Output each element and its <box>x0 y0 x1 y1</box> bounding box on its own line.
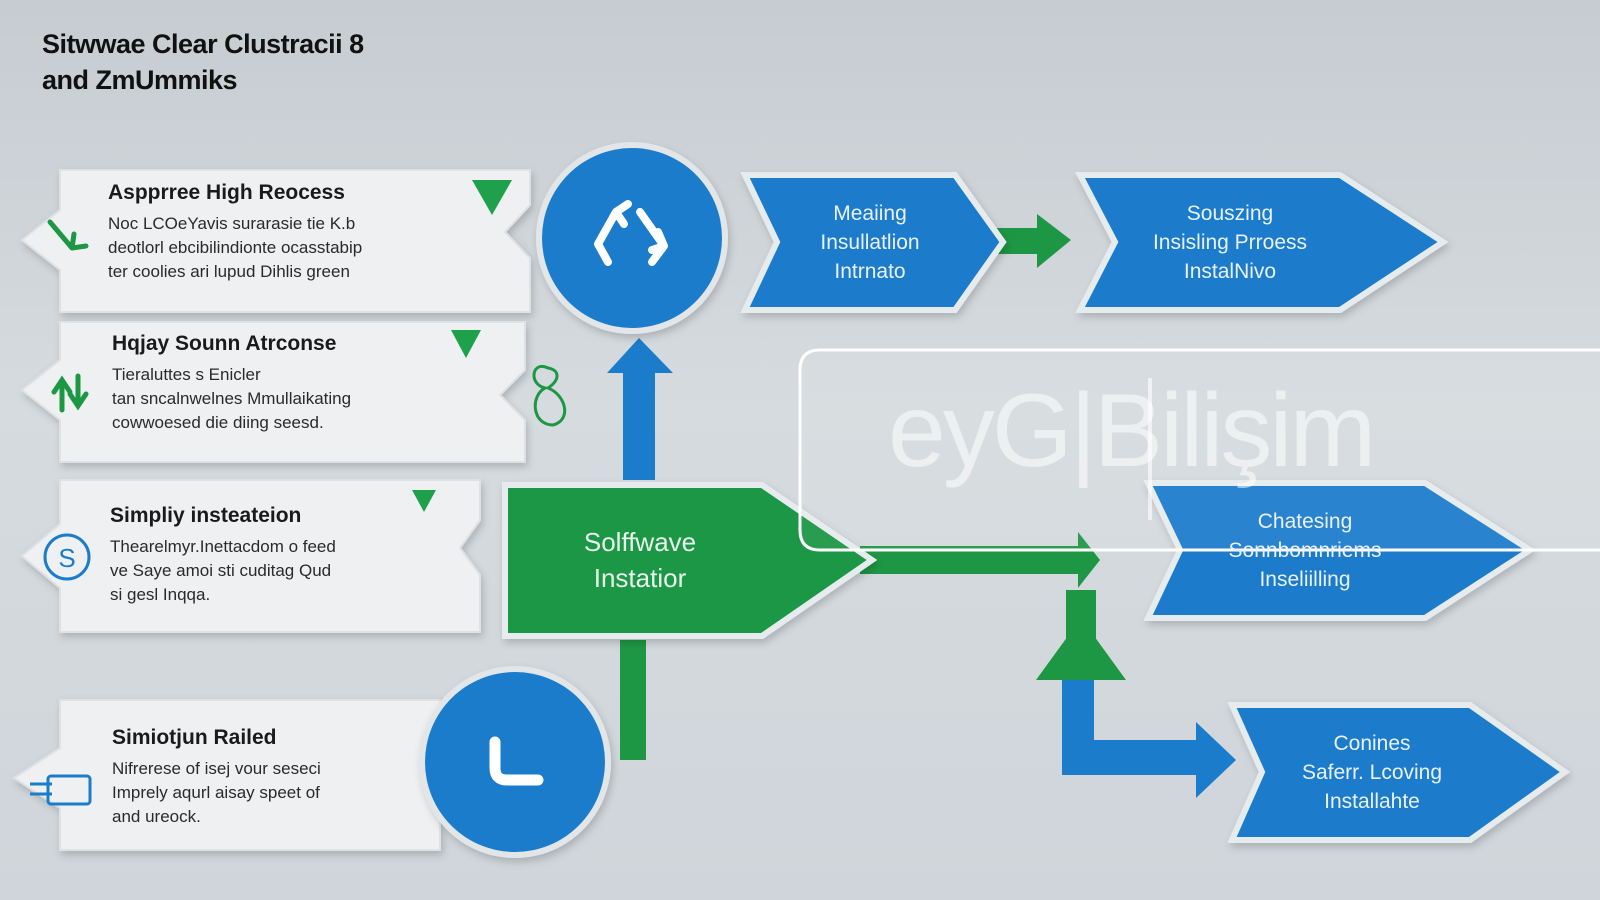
card-4-line-2: Imprely aqurl aisay speet of <box>112 783 320 802</box>
svg-text:S: S <box>58 543 75 573</box>
card-3-line-1: Thearelmyr.Inettacdom o feed <box>110 537 336 556</box>
info-card-2 <box>20 321 526 463</box>
card-1-text: Aspprree High Reocess Noc LCOeYavis sura… <box>108 180 468 284</box>
card-2-title: Hqjay Sounn Atrconse <box>112 332 337 355</box>
card-3-text: Simpliy insteateion Thearelmyr.Inettacdo… <box>110 503 420 607</box>
triangle-marker <box>472 180 512 215</box>
title-line-1: Sitwwae Clear Clustracii 8 <box>42 29 364 59</box>
connector-up-blue-shaft <box>623 370 655 480</box>
connector-green-right <box>860 532 1100 588</box>
recycle-arrows-icon <box>594 200 668 266</box>
card-2-line-3: cowwoesed die diing seesd. <box>112 413 324 432</box>
card-3-line-2: ve Saye amoi sti cuditag Qud <box>110 561 332 580</box>
green-up-down-arrows-icon <box>51 373 89 413</box>
chatesing-box-label: Chatesing Sonnbomnriems Inseliilling <box>1180 503 1430 598</box>
souzing-line-2: Insisling Prroess <box>1152 231 1308 254</box>
main-install-box <box>502 482 878 639</box>
blue-device-icon <box>30 774 92 806</box>
main-line-1: Solffwave <box>583 527 697 557</box>
conines-line-1: Conines <box>1333 732 1411 755</box>
meaing-line-2: Insullatlion <box>820 231 920 254</box>
blue-s-circle-icon: S <box>43 533 91 581</box>
card-1-line-1: Noc LCOeYavis surarasie tie K.b <box>108 214 356 233</box>
chatesing-line-1: Chatesing <box>1257 510 1353 533</box>
hand-drawn-loop-icon <box>532 364 567 427</box>
triangle-marker <box>412 490 436 512</box>
souzing-box-label: Souszing Insisling Prroess InstalNivo <box>1110 195 1350 290</box>
card-4-line-3: and ureock. <box>112 807 201 826</box>
arrow-green-up <box>1036 618 1126 680</box>
card-2-line-2: tan sncalnwelnes Mmullaikating <box>112 389 352 408</box>
card-1-line-3: ter coolies ari lupud Dihlis green <box>108 262 350 281</box>
card-1-line-2: deotlorl ebcibilindionte ocasstabip <box>108 238 363 257</box>
info-card-3 <box>20 479 481 633</box>
meaing-line-1: Meaiing <box>833 202 907 225</box>
watermark-frame <box>798 348 1600 552</box>
process-box-souzing <box>1075 172 1449 313</box>
main-line-2: Instatior <box>593 563 687 593</box>
connector-blue-elbow <box>1062 680 1236 798</box>
card-4-title: Simiotjun Railed <box>112 726 277 749</box>
chatesing-line-3: Inseliilling <box>1259 568 1351 591</box>
conines-box-label: Conines Saferr. Lcoving Installahte <box>1262 725 1482 820</box>
chatesing-line-2: Sonnbomnriems <box>1228 539 1382 562</box>
conines-line-3: Installahte <box>1324 790 1420 813</box>
phone-handset-icon <box>489 736 544 786</box>
card-4-line-1: Nifrerese of isej vour seseci <box>112 759 321 778</box>
arrow-green-right <box>985 214 1071 268</box>
conines-line-2: Saferr. Lcoving <box>1301 761 1443 784</box>
card-1-title: Aspprree High Reocess <box>108 181 345 204</box>
souzing-line-3: InstalNivo <box>1183 260 1277 283</box>
arrow-up-blue <box>607 338 673 373</box>
process-box-conines <box>1227 702 1571 843</box>
connector-vertical-green <box>620 640 646 760</box>
info-card-1 <box>20 169 531 313</box>
title-line-2: and ZmUmmiks <box>42 65 238 95</box>
process-box-meaing <box>740 172 1007 313</box>
souzing-line-1: Souszing <box>1186 202 1274 225</box>
card-2-text: Hqjay Sounn Atrconse Tieraluttes s Enicl… <box>112 331 452 435</box>
main-box-label: Solffwave Instatior <box>520 515 760 605</box>
card-3-title: Simpliy insteateion <box>110 504 302 527</box>
green-check-arrow-icon <box>47 219 89 251</box>
triangle-marker <box>451 330 481 358</box>
diagram-title: Sitwwae Clear Clustracii 8 and ZmUmmiks <box>42 26 502 98</box>
watermark-text: eyG|Bilişim <box>888 373 1376 489</box>
meaing-box-label: Meaiing Insullatlion Intrnato <box>780 195 960 290</box>
card-2-line-1: Tieraluttes s Enicler <box>112 365 261 384</box>
card-4-text: Simiotjun Railed Nifrerese of isej vour … <box>112 725 412 829</box>
meaing-line-3: Intrnato <box>834 260 906 283</box>
card-3-line-3: si gesl Inqqa. <box>110 585 211 604</box>
